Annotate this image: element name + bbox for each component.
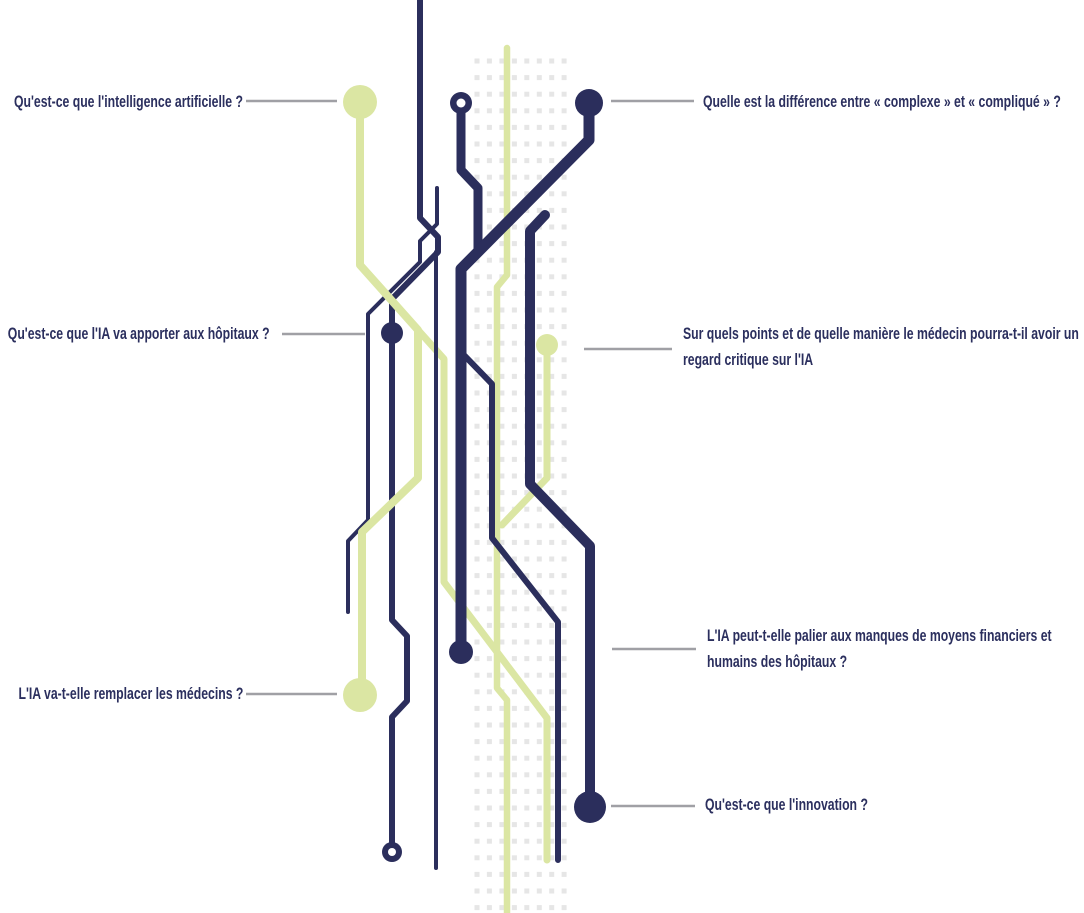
question-intelligence-artificielle[interactable]: Qu'est-ce que l'intelligence artificiell… bbox=[14, 92, 243, 111]
station-innovation[interactable] bbox=[574, 791, 606, 823]
station-ring-bottom[interactable] bbox=[382, 842, 402, 862]
station-apporter-hopitaux[interactable] bbox=[381, 322, 403, 344]
question-regard-critique[interactable]: Sur quels points et de quelle manière le… bbox=[683, 324, 1079, 369]
question-moyens-financiers[interactable]: L'IA peut-t-elle palier aux manques de m… bbox=[707, 626, 1052, 671]
question-remplacer-medecins[interactable]: L'IA va-t-elle remplacer les médecins ? bbox=[18, 684, 243, 703]
station-regard-critique[interactable] bbox=[536, 334, 558, 356]
question-innovation[interactable]: Qu'est-ce que l'innovation ? bbox=[705, 795, 868, 814]
station-remplacer-medecins[interactable] bbox=[343, 678, 377, 712]
metro-line-navy-hopitaux bbox=[389, 0, 441, 855]
dot-grid bbox=[474, 58, 567, 911]
station-complexe-complique[interactable] bbox=[575, 89, 603, 117]
metro-line-green-critique bbox=[498, 341, 551, 529]
metro-line-green-center bbox=[493, 44, 511, 913]
station-ring-top[interactable] bbox=[450, 92, 472, 114]
metro-line-navy-medium-branch bbox=[458, 349, 561, 863]
question-apporter-hopitaux[interactable]: Qu'est-ce que l'IA va apporter aux hôpit… bbox=[8, 324, 270, 343]
question-complexe-complique[interactable]: Quelle est la différence entre « complex… bbox=[703, 92, 1061, 111]
metro-line-green-main bbox=[356, 98, 422, 699]
metro-line-navy-complexe bbox=[455, 97, 595, 658]
station-terminus-middle[interactable] bbox=[449, 640, 473, 664]
station-intelligence-artificielle[interactable] bbox=[343, 85, 377, 119]
metro-line-navy-innovation bbox=[525, 210, 595, 812]
metro-line-navy-thin-hook bbox=[346, 186, 439, 614]
